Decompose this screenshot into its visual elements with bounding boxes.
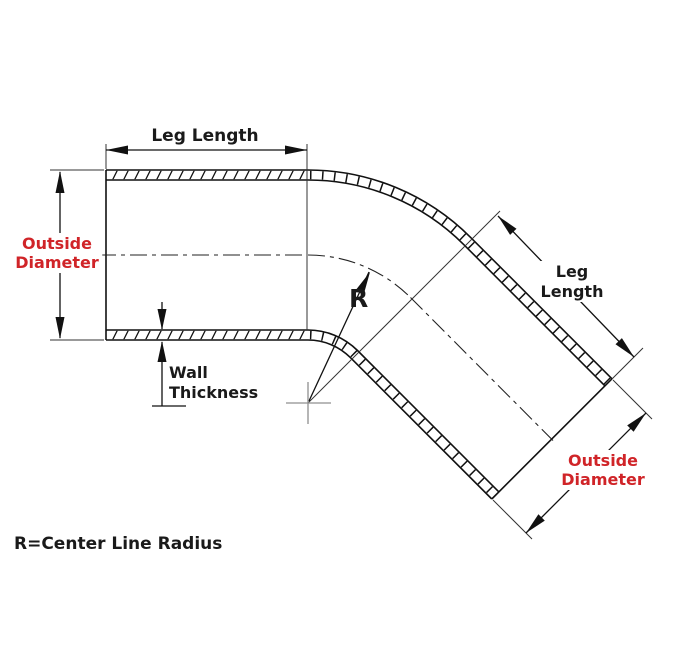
extension-lines [50, 144, 653, 540]
arrow-leg-diag-lower [615, 338, 634, 357]
arrow-od-right-upper [627, 413, 646, 432]
outer-wall-outer-edge [106, 169, 613, 380]
inner-wall-rungs [309, 330, 499, 499]
ext-end-face-extended [611, 347, 644, 380]
radius-leader-line [308, 271, 370, 402]
outside-diameter-right-label: Outside Diameter [557, 450, 649, 490]
inner-wall-inner-edge [106, 329, 500, 493]
wall-thickness-label: Wall Thickness [169, 363, 258, 402]
arrow-leg-top-left [106, 145, 128, 155]
arrow-od-left-down [55, 317, 65, 339]
bend-center-mark [286, 382, 331, 424]
arrow-leg-diag-upper [498, 216, 517, 235]
ext-od-right-inner [492, 499, 533, 540]
hatching-bend-and-diagonal-leg [309, 170, 612, 499]
inner-wall-outer-edge [106, 339, 493, 500]
centerline-diagonal [410, 297, 554, 441]
wall-thickness-line1: Wall [169, 363, 208, 382]
arrow-wall-thickness-down [157, 309, 167, 330]
outside-diameter-left-line2: Diameter [15, 253, 99, 272]
arrowheads [55, 145, 646, 533]
bottom-wall-hatch [106, 330, 308, 340]
arrow-wall-thickness-up [157, 341, 167, 362]
leg-length-top-label: Leg Length [151, 126, 259, 146]
ext-bend-tangent-radial [307, 210, 501, 404]
hatching-horizontal-leg [106, 170, 308, 340]
outside-diameter-right-line1: Outside [568, 451, 638, 470]
leg-length-diagonal-label: Leg Length [536, 261, 608, 302]
centerlines [99, 254, 554, 441]
outside-diameter-right-line2: Diameter [561, 470, 645, 489]
arrow-radius-leader [355, 272, 370, 294]
outer-wall-inner-edge [106, 179, 606, 387]
outside-diameter-left-label: Outside Diameter [11, 233, 103, 273]
ext-od-right-outer [612, 379, 653, 420]
arrow-od-right-lower [526, 514, 545, 533]
leg-length-diagonal-line1: Leg [555, 262, 589, 281]
centerline-bend-arc [307, 254, 411, 298]
arrow-od-left-up [55, 171, 65, 193]
top-wall-hatch [106, 170, 308, 180]
wall-thickness-line2: Thickness [169, 382, 259, 402]
radius-note-label: R=Center Line Radius [14, 534, 223, 554]
outside-diameter-left-line1: Outside [22, 234, 92, 253]
radius-symbol-label: R [349, 284, 369, 313]
arrow-leg-top-right [285, 145, 307, 155]
leg-length-diagonal-line2: Length [540, 281, 604, 301]
